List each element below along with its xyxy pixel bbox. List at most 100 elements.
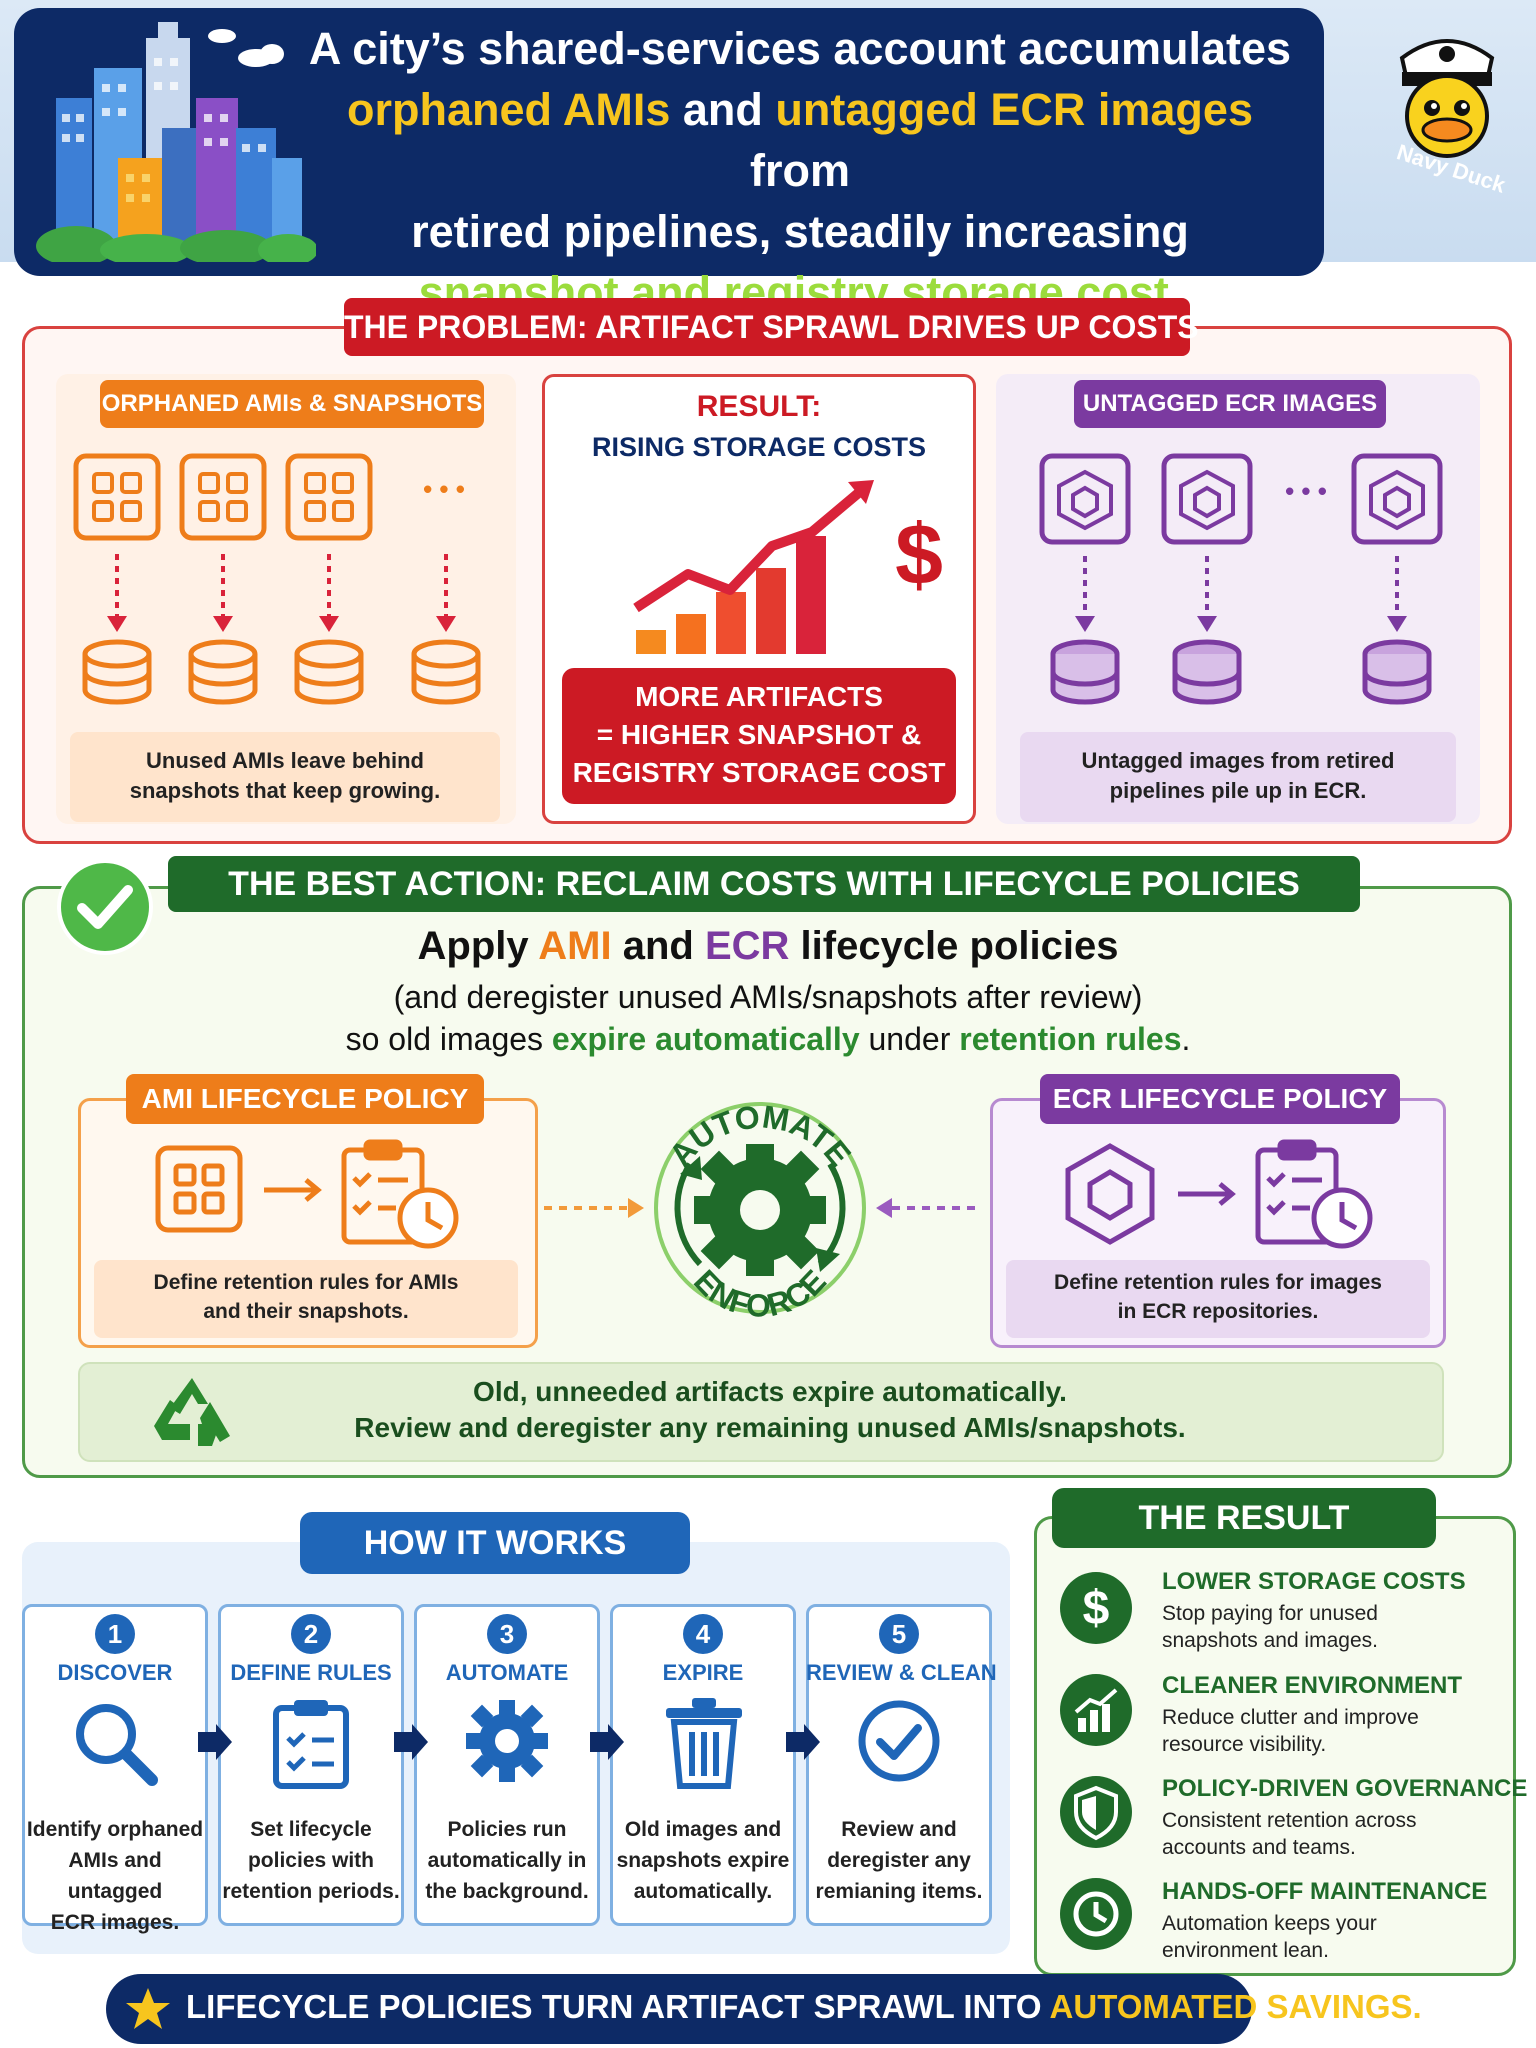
result-3-line-1: Consistent retention across bbox=[1162, 1809, 1417, 1832]
result-summary-line-2: = HIGHER SNAPSHOT & bbox=[596, 719, 922, 750]
arrow-right-icon bbox=[786, 1724, 820, 1760]
dollar-icon: $ bbox=[1083, 1582, 1110, 1635]
problem-title: THE PROBLEM: ARTIFACT SPRAWL DRIVES UP C… bbox=[344, 298, 1199, 356]
apply-text-1: Apply bbox=[417, 924, 539, 968]
step-1-line-1: Identify orphaned bbox=[26, 1818, 204, 1841]
magnifier-icon bbox=[76, 1704, 158, 1786]
sub-2c: under bbox=[859, 1021, 960, 1057]
result-icon-1: $ bbox=[1060, 1572, 1132, 1644]
sub-retention-rules: retention rules bbox=[959, 1021, 1182, 1057]
ecr-more-dots: • • • bbox=[1285, 476, 1327, 506]
result-1-line-1: Stop paying for unused bbox=[1162, 1602, 1378, 1625]
untagged-ecr-title: UNTAGGED ECR IMAGES bbox=[1074, 380, 1386, 428]
navy-duck-logo: Navy Duck bbox=[1366, 18, 1528, 198]
step-card-2 bbox=[218, 1604, 404, 1926]
step-desc-1: Identify orphaned AMIs and untagged ECR … bbox=[26, 1814, 204, 1938]
header-title: A city’s shared-services account accumul… bbox=[300, 18, 1300, 323]
result-icon-4 bbox=[1060, 1878, 1132, 1950]
result-4-line-1: Automation keeps your bbox=[1162, 1912, 1377, 1935]
result-icon-3 bbox=[1060, 1776, 1132, 1848]
result-2-line-2: resource visibility. bbox=[1162, 1733, 1327, 1756]
arrow-right-icon bbox=[198, 1724, 232, 1760]
step-card-3 bbox=[414, 1604, 600, 1926]
ami-policy-caption: Define retention rules for AMIs and thei… bbox=[94, 1260, 518, 1338]
trash-icon bbox=[666, 1698, 742, 1789]
result-subtitle: RISING STORAGE COSTS bbox=[591, 432, 927, 462]
sub-period: . bbox=[1181, 1021, 1191, 1057]
step-2-line-3: retention periods. bbox=[222, 1880, 400, 1903]
apply-ami: AMI bbox=[538, 924, 612, 968]
step-desc-2: Set lifecycle policies with retention pe… bbox=[222, 1814, 400, 1907]
duck-icon bbox=[1399, 39, 1495, 158]
ecr-policy-icons bbox=[1065, 1139, 1373, 1249]
star-icon bbox=[126, 1988, 170, 2029]
step-title-3: AUTOMATE bbox=[445, 1660, 569, 1685]
ecr-policy-caption-line-2: in ECR repositories. bbox=[1117, 1300, 1319, 1323]
apply-ecr: ECR bbox=[704, 924, 790, 968]
result-desc-3: Consistent retention across accounts and… bbox=[1162, 1807, 1416, 1861]
step-1-line-3: ECR images. bbox=[50, 1911, 180, 1934]
orphan-caption: Unused AMIs leave behind snapshots that … bbox=[70, 732, 500, 822]
apply-and: and bbox=[611, 924, 705, 968]
result-2-line-1: Reduce clutter and improve bbox=[1162, 1706, 1419, 1729]
result-summary-line-3: REGISTRY STORAGE COST bbox=[572, 757, 946, 788]
result-head-3: POLICY-DRIVEN GOVERNANCE bbox=[1162, 1775, 1528, 1802]
result-icon-2 bbox=[1060, 1674, 1132, 1746]
ecr-caption: Untagged images from retired pipelines p… bbox=[1020, 732, 1456, 822]
step-1-line-2: AMIs and untagged bbox=[67, 1849, 163, 1903]
orphan-caption-line-1: Unused AMIs leave behind bbox=[146, 748, 424, 773]
result-label: RESULT: bbox=[696, 390, 822, 423]
sub-2a: so old images bbox=[345, 1021, 552, 1057]
step-5-line-2: deregister any bbox=[827, 1849, 971, 1872]
title-and: and bbox=[670, 84, 776, 135]
svg-text:$: $ bbox=[1083, 1582, 1110, 1635]
step-2-line-2: policies with bbox=[247, 1849, 375, 1872]
best-action-title: THE BEST ACTION: RECLAIM COSTS WITH LIFE… bbox=[168, 856, 1360, 912]
result-summary-line-1: MORE ARTIFACTS bbox=[635, 681, 883, 712]
step-title-2: DEFINE RULES bbox=[230, 1660, 392, 1685]
result-head-2: CLEANER ENVIRONMENT bbox=[1162, 1672, 1463, 1699]
step-card-4 bbox=[610, 1604, 796, 1926]
gear-icon bbox=[466, 1700, 548, 1782]
footer-text-1: LIFECYCLE POLICIES TURN ARTIFACT SPRAWL … bbox=[186, 1988, 1050, 2025]
result-summary-box: MORE ARTIFACTS = HIGHER SNAPSHOT & REGIS… bbox=[562, 668, 956, 804]
apply-subtext-line-1: (and deregister unused AMIs/snapshots af… bbox=[393, 979, 1143, 1015]
step-3-line-2: automatically in bbox=[427, 1849, 587, 1872]
arrow-right-icon bbox=[590, 1724, 624, 1760]
apply-rest: lifecycle policies bbox=[789, 924, 1119, 968]
ecr-image-diagram bbox=[1039, 453, 1443, 705]
step-number-4: 4 bbox=[683, 1614, 723, 1654]
step-desc-4: Old images and snapshots expire automati… bbox=[614, 1814, 792, 1907]
step-number-3: 3 bbox=[487, 1614, 527, 1654]
result-desc-1: Stop paying for unused snapshots and ima… bbox=[1162, 1600, 1378, 1654]
arrow-right-icon bbox=[394, 1724, 428, 1760]
how-it-works-title: HOW IT WORKS bbox=[300, 1512, 690, 1574]
shield-icon bbox=[1074, 1785, 1118, 1841]
expire-summary-bar bbox=[78, 1362, 1444, 1462]
header-title-line-2: orphaned AMIs and untagged ECR images fr… bbox=[300, 79, 1300, 201]
step-number-2: 2 bbox=[291, 1614, 331, 1654]
step-3-line-3: the background. bbox=[425, 1880, 589, 1903]
chart-icon bbox=[1074, 1688, 1118, 1732]
orphan-more-dots: • • • bbox=[423, 474, 465, 504]
clock-icon bbox=[1073, 1891, 1119, 1937]
step-5-line-3: remianing items. bbox=[815, 1880, 983, 1903]
orphaned-amis-title: ORPHANED AMIs & SNAPSHOTS bbox=[100, 380, 484, 428]
clipboard-icon bbox=[273, 1700, 349, 1789]
result-desc-2: Reduce clutter and improve resource visi… bbox=[1162, 1704, 1419, 1758]
ecr-lifecycle-title: ECR LIFECYCLE POLICY bbox=[1040, 1074, 1400, 1124]
step-number-1: 1 bbox=[95, 1614, 135, 1654]
orphan-caption-line-2: snapshots that keep growing. bbox=[129, 778, 441, 803]
result-4-line-2: environment lean. bbox=[1162, 1939, 1329, 1962]
expire-line-1: Old, unneeded artifacts expire automatic… bbox=[473, 1376, 1067, 1407]
result-1-line-2: snapshots and images. bbox=[1162, 1629, 1378, 1652]
result-head-4: HANDS-OFF MAINTENANCE bbox=[1162, 1878, 1488, 1905]
footer-banner bbox=[106, 1974, 1252, 2044]
ecr-policy-caption-line-1: Define retention rules for images bbox=[1054, 1271, 1382, 1294]
city-skyline-icon bbox=[36, 22, 316, 262]
ami-policy-icons bbox=[155, 1139, 459, 1249]
apply-subtext-line-2: so old images expire automatically under… bbox=[200, 1018, 1336, 1060]
result-3-line-2: accounts and teams. bbox=[1162, 1836, 1356, 1859]
result-desc-4: Automation keeps your environment lean. bbox=[1162, 1910, 1377, 1964]
sub-expire-automatically: expire automatically bbox=[551, 1021, 860, 1057]
